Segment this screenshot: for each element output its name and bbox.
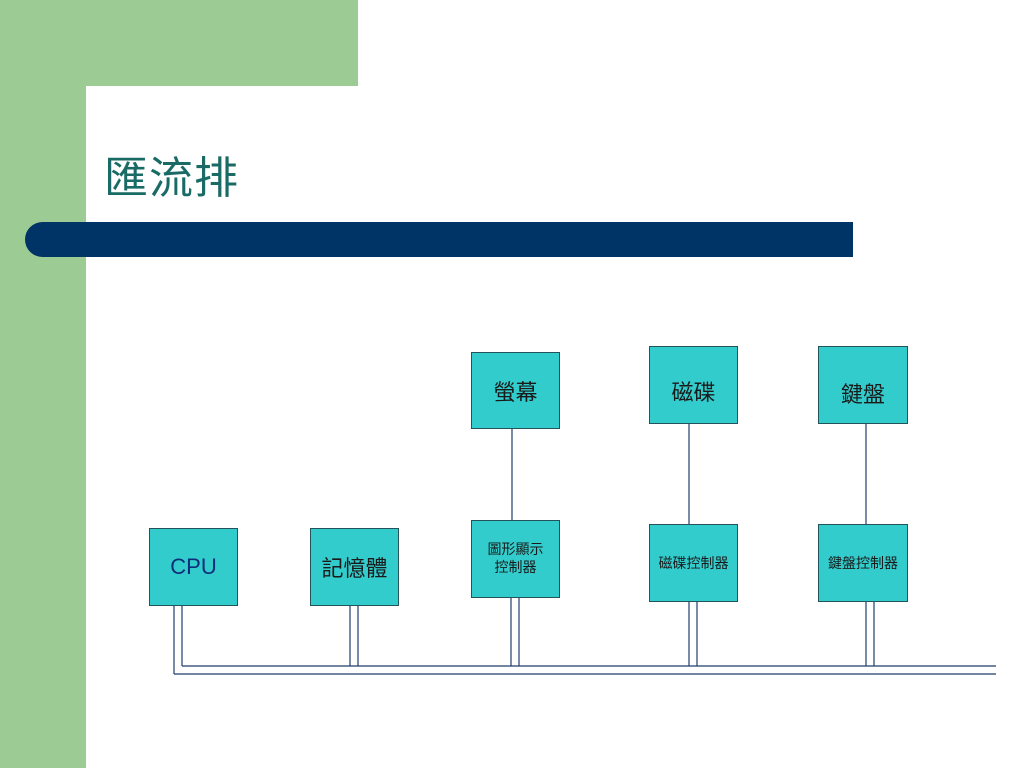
keyboard-node: 鍵盤 xyxy=(818,346,908,424)
memory-node: 記憶體 xyxy=(310,528,399,606)
slide-title: 匯流排 xyxy=(104,153,239,204)
keyboard-label: 鍵盤 xyxy=(840,383,885,408)
cpu-node: CPU xyxy=(149,528,238,606)
graphics-controller-label: 圖形顯示控制器 xyxy=(487,542,544,576)
monitor-label: 螢幕 xyxy=(493,380,538,406)
keyboard-controller-node: 鍵盤控制器 xyxy=(818,524,908,602)
disk-node: 磁碟 xyxy=(649,346,738,424)
disk-label: 磁碟 xyxy=(671,381,716,406)
disk-controller-label: 磁碟控制器 xyxy=(658,556,729,572)
decorative-green-side xyxy=(0,0,86,768)
monitor-node: 螢幕 xyxy=(471,352,560,429)
memory-label: 記憶體 xyxy=(321,557,388,582)
title-underline-bar xyxy=(25,222,853,257)
graphics-controller-node: 圖形顯示控制器 xyxy=(471,520,560,598)
keyboard-controller-label: 鍵盤控制器 xyxy=(828,556,898,572)
cpu-label: CPU xyxy=(170,554,217,579)
disk-controller-node: 磁碟控制器 xyxy=(649,524,738,602)
